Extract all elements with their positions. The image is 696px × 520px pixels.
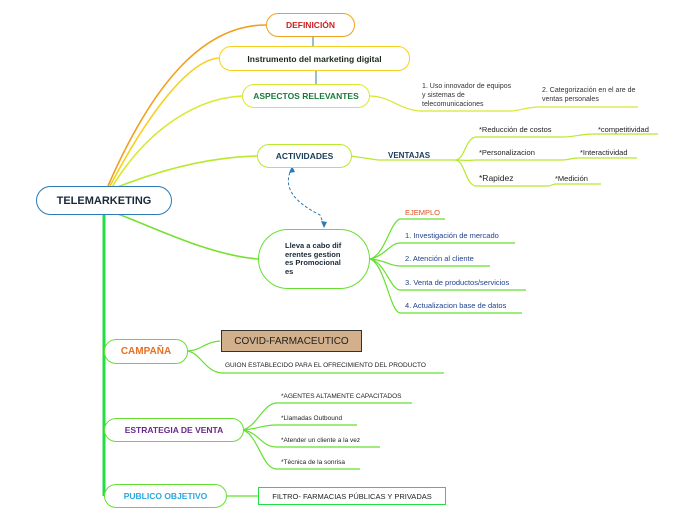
actividades-node[interactable]: ACTIVIDADES [257,144,352,168]
publico-content: FILTRO- FARMACIAS PÚBLICAS Y PRIVADAS [272,491,432,501]
covid-label: COVID-FARMACEUTICO [234,335,349,347]
definicion-node[interactable]: DEFINICIÓN [266,13,355,37]
estrategia-label: ESTRATEGIA DE VENTA [124,425,224,435]
estrategia-item-4: *Técnica de la sonrisa [281,459,345,466]
publico-label: PUBLICO OBJETIVO [123,491,208,501]
ventajas-label: VENTAJAS [388,151,431,160]
gestion-item-1: 1. Investigación de mercado [405,231,499,240]
aspecto-item-1: 1. Uso innovador de equipos y sistemas d… [422,83,512,108]
gestion-item-3: 3. Venta de productos/servicios [405,278,510,287]
ventaja-child-2: *Interactividad [580,148,628,157]
estrategia-item-1: *AGENTES ALTAMENTE CAPACITADOS [281,393,402,400]
aspectos-node[interactable]: ASPECTOS RELEVANTES [242,84,370,108]
estrategia-item-2: *Llamadas Outbound [281,415,343,422]
gestion-item-2: 2. Atención al cliente [405,254,474,263]
publico-node[interactable]: PUBLICO OBJETIVO [104,484,227,508]
ventaja-child-1: *competitividad [598,125,649,134]
aspecto-item-2: 2. Categorización en el are de ventas pe… [542,87,636,103]
campana-sub: GUION ESTABLECIDO PARA EL OFRECIMIENTO D… [225,362,426,369]
ventaja-item-1: *Reducción de costos [479,125,552,134]
ventaja-child-3: *Medición [555,174,588,183]
gestiones-label: Lleva a cabo diferentes gestiones Promoc… [285,241,342,276]
campana-label: CAMPAÑA [120,346,172,357]
publico-content-box[interactable]: FILTRO- FARMACIAS PÚBLICAS Y PRIVADAS [258,487,446,505]
estrategia-node[interactable]: ESTRATEGIA DE VENTA [104,418,244,442]
gestion-item-4: 4. Actualizacion base de datos [405,301,507,310]
ejemplo-label: EJEMPLO [405,208,441,217]
actividades-label: ACTIVIDADES [275,151,334,161]
estrategia-item-3: *Atender un cliente a la vez [281,437,361,444]
root-label: TELEMARKETING [56,194,152,207]
covid-box[interactable]: COVID-FARMACEUTICO [221,330,362,352]
ventaja-item-2: *Personalizacion [479,148,535,157]
aspectos-label: ASPECTOS RELEVANTES [253,91,359,101]
campana-node[interactable]: CAMPAÑA [104,339,188,364]
definicion-label: DEFINICIÓN [285,20,336,30]
root-node[interactable]: TELEMARKETING [36,186,172,215]
gestiones-node[interactable]: Lleva a cabo diferentes gestiones Promoc… [258,229,370,289]
ventaja-item-3: *Rapidez [479,173,514,183]
definicion-content-node[interactable]: Instrumento del marketing digital [219,46,410,71]
definicion-content: Instrumento del marketing digital [247,53,382,64]
